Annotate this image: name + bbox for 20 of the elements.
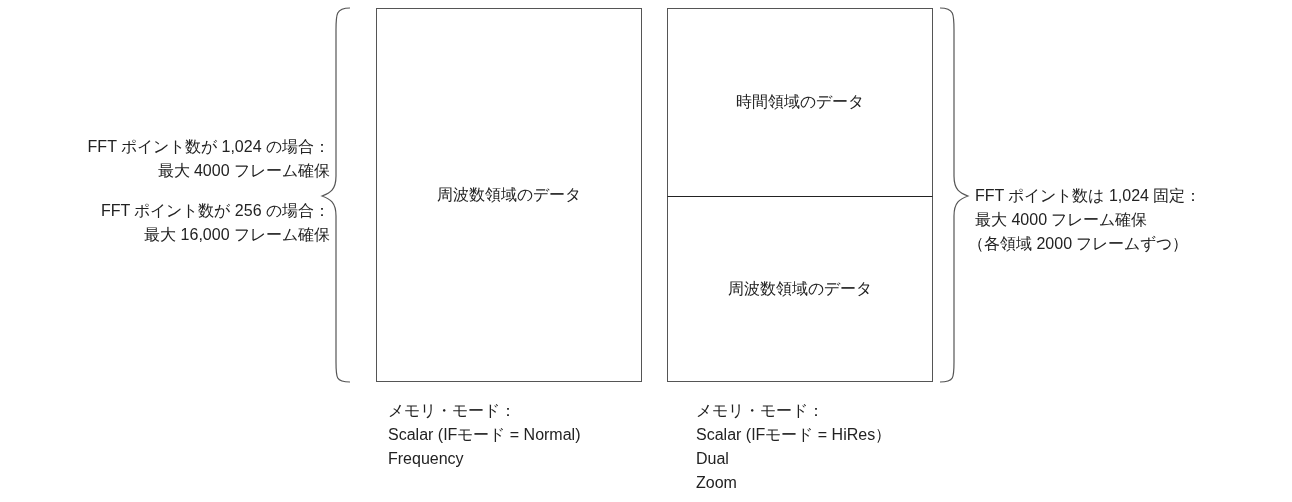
mode-list-item: Scalar (IFモード = Normal) [388,425,581,445]
note-text: 最大 4000 フレーム確保 [975,210,1148,230]
note-text: FFT ポイント数は 1,024 固定： [975,186,1202,206]
memory-region [667,8,933,197]
memory-region [376,8,642,382]
mode-list-item: Dual [696,449,729,469]
note-text: 最大 16,000 フレーム確保 [144,225,330,245]
note-text: FFT ポイント数が 1,024 の場合： [87,137,330,157]
mode-list-item: Frequency [388,449,464,469]
region-label: 時間領域のデータ [736,92,864,112]
note-text: （各領域 2000 フレームずつ） [968,234,1189,254]
region-label: 周波数領域のデータ [728,278,872,299]
mode-list-item: Scalar (IFモード = HiRes） [696,425,892,445]
region-label: 周波数領域のデータ [437,184,581,205]
memory-region [667,196,933,382]
note-text: 最大 4000 フレーム確保 [157,161,330,181]
mode-list-item: メモリ・モード： [388,401,516,421]
mode-list-item: メモリ・モード： [696,401,824,421]
note-text: FFT ポイント数が 256 の場合： [100,201,330,221]
mode-list-item: Zoom [696,473,737,493]
